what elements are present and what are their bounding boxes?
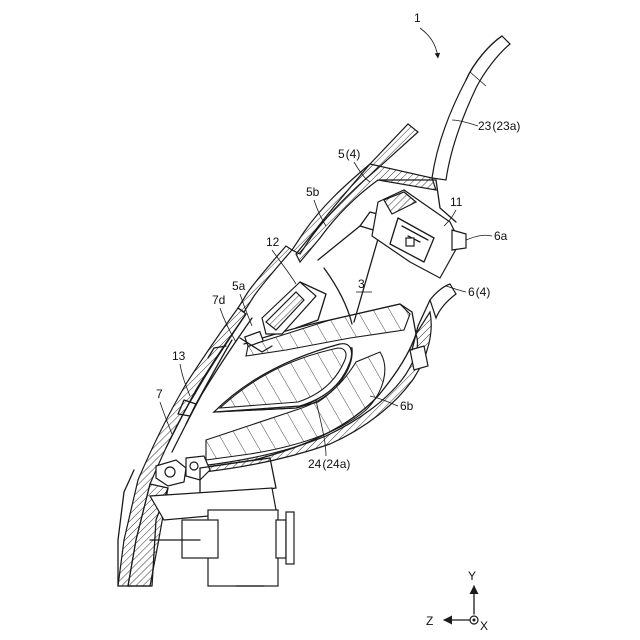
label-5b: 5b [306, 185, 320, 199]
label-7: 7 [156, 387, 163, 401]
label-5-4: 5 (4) [338, 147, 360, 161]
mount-6 [410, 284, 456, 370]
axis-z-label: Z [426, 614, 433, 628]
label-6b: 6b [400, 399, 414, 413]
cable-23 [432, 36, 510, 180]
label-12: 12 [266, 235, 280, 249]
axis-indicator: Y Z X [426, 569, 488, 633]
label-6-4: 6 (4) [468, 285, 490, 299]
lower-bracket [150, 488, 294, 586]
axis-y-label: Y [468, 569, 476, 583]
label-6a: 6a [494, 229, 508, 243]
label-1: 1 [414, 11, 421, 25]
label-5a: 5a [232, 279, 246, 293]
label-24: 24 (24a) [308, 457, 350, 471]
label-23: 23 (23a) [478, 119, 520, 133]
label-11: 11 [450, 195, 463, 209]
axis-x-label: X [480, 619, 488, 633]
label-3: 3 [358, 277, 365, 291]
label-13: 13 [172, 349, 186, 363]
label-7d: 7d [212, 293, 225, 307]
